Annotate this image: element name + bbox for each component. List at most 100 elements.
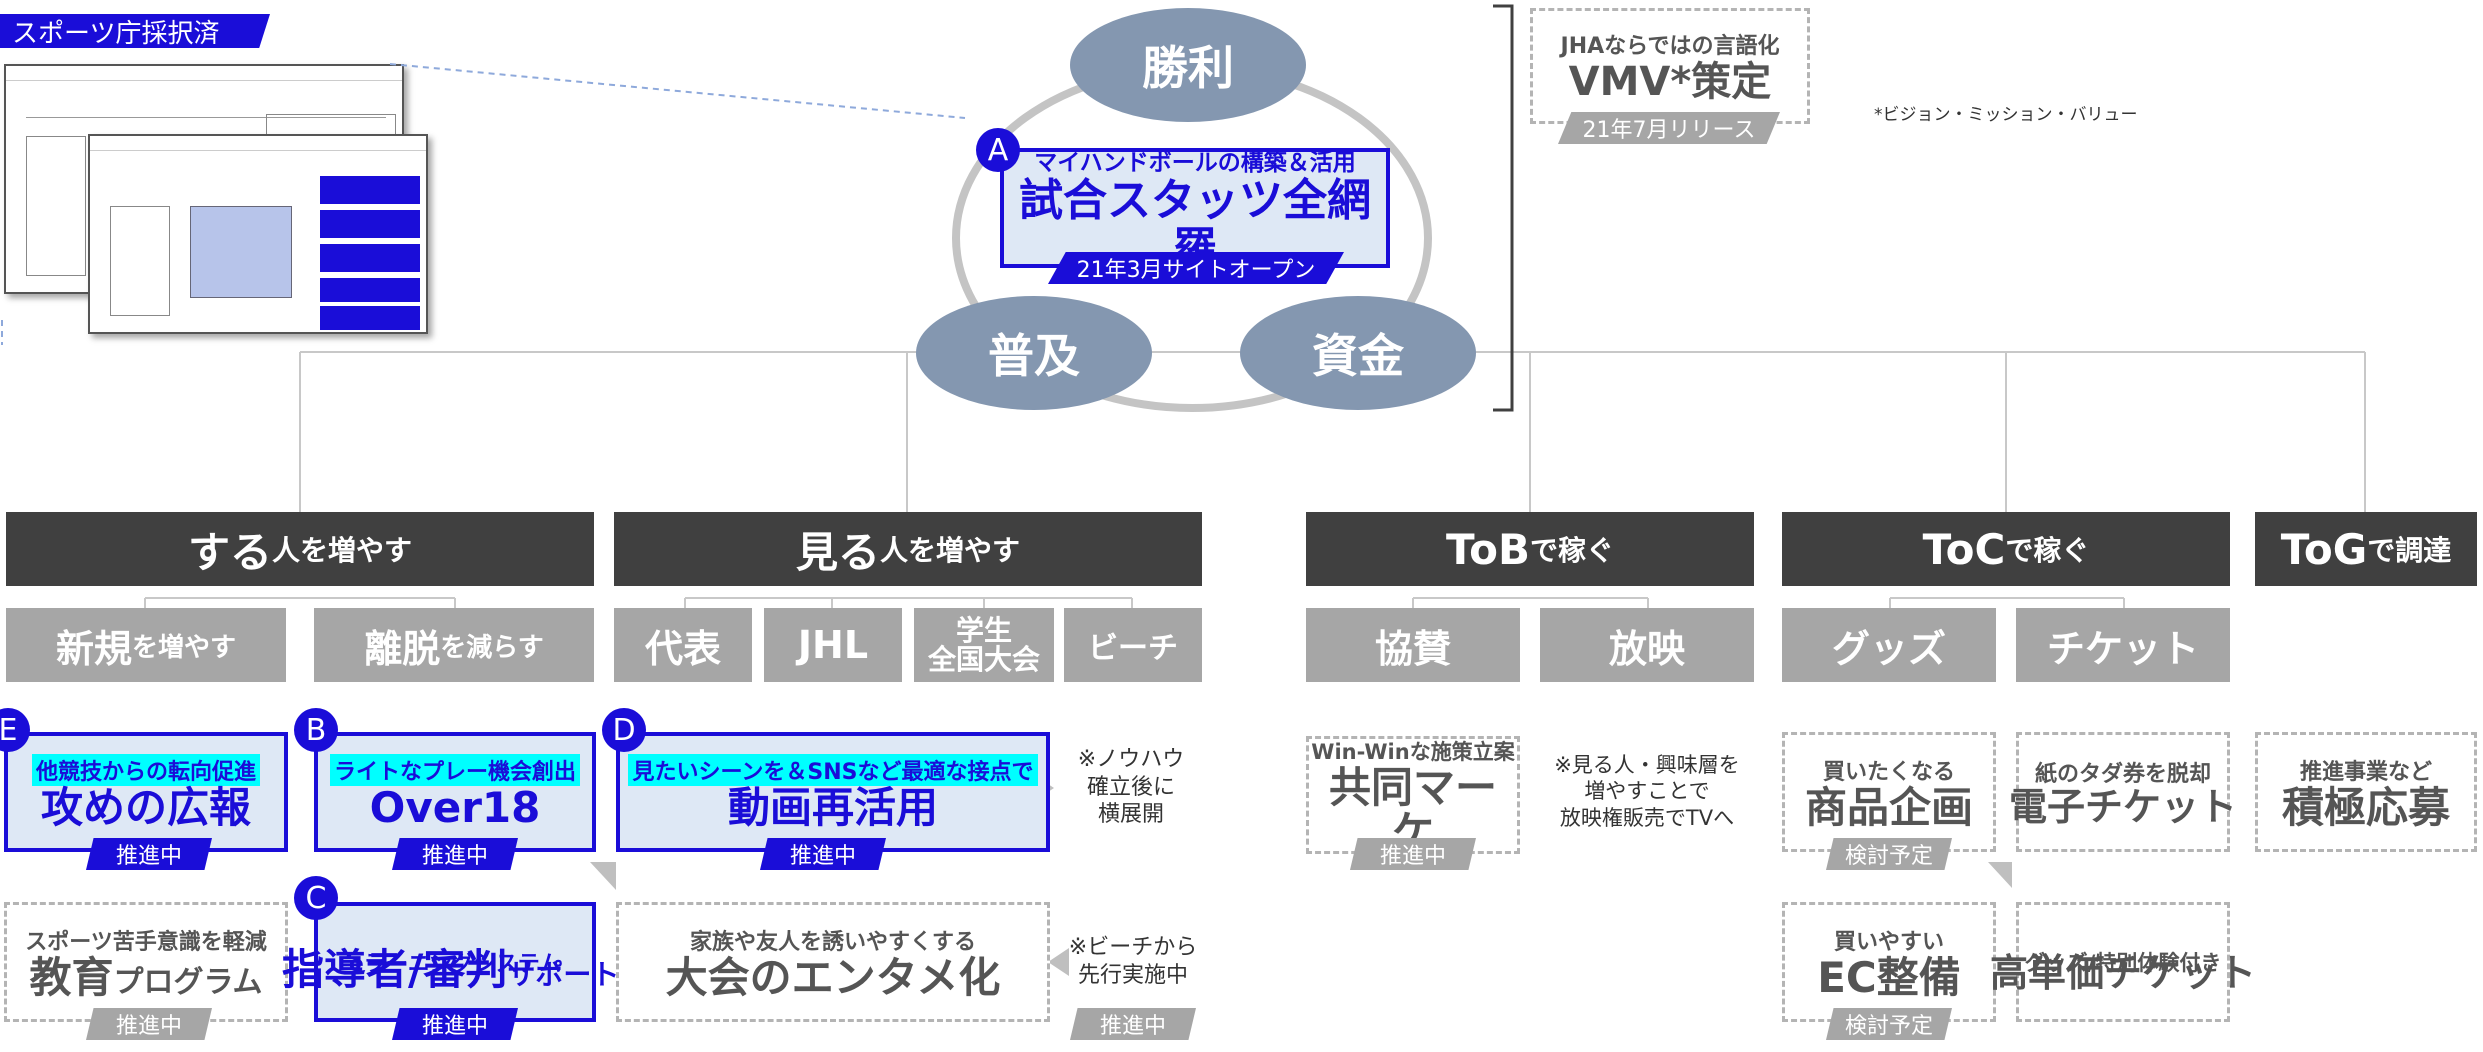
column-header-toc: ToC で稼ぐ [1782, 512, 2230, 586]
sub-daihyo-label: 代表 [644, 626, 721, 671]
vmv-footnote: *ビジョン・ミッション・バリュー [1874, 105, 2138, 125]
col-tog-big: ToG [2280, 524, 2368, 574]
marker-a: A [976, 128, 1020, 172]
ellipse-shikin: 資金 [1240, 296, 1476, 410]
vmv-release-badge: 21年7月リリース [1558, 112, 1780, 144]
marker-a-label: A [987, 132, 1009, 168]
initiative-e-box: 他競技からの転向促進 攻めの広報 [4, 732, 288, 852]
thumbnail-header [6, 66, 402, 81]
c-status: 推進中 [421, 1014, 488, 1039]
sub-hoei-label: 放映 [1608, 626, 1685, 671]
column-header-miru: 見る 人を増やす [614, 512, 1202, 586]
thumbnail-item [320, 306, 420, 330]
initiative-d-box: 見たいシーンを＆SNSなど最適な接点で 動画再活用 [616, 732, 1050, 852]
thumbnail-table [110, 206, 170, 316]
report-thumbnail-front [88, 134, 428, 334]
col-miru-small: 人を増やす [880, 534, 1021, 567]
kyodo-status: 推進中 [1379, 844, 1446, 869]
col-toc-big: ToC [1922, 524, 2006, 574]
a-release-label: 21年3月サイトオープン [1076, 258, 1316, 283]
a-subtitle: マイハンドボールの構築＆活用 [1034, 149, 1356, 176]
sub-hoei: 放映 [1540, 608, 1754, 682]
shohin-title: 商品企画 [1804, 782, 1973, 832]
sekkyoku-title: 積極応募 [2281, 782, 2450, 832]
marker-c-label: C [305, 880, 327, 916]
enta-sub: 家族や友人を誘いやすくする [689, 929, 976, 955]
sub-ridatsu: 離脱 を減らす [314, 608, 594, 682]
beach-status-badge: 推進中 [1070, 1008, 1196, 1040]
c-title: 指導者/審判サポート [282, 945, 642, 994]
e-status-badge: 推進中 [86, 838, 212, 870]
thumbnail-table [26, 136, 86, 276]
thumbnail-item [320, 244, 420, 272]
marker-b-label: B [305, 712, 327, 748]
sub-beach: ビーチ [1064, 608, 1202, 682]
d-status-badge: 推進中 [760, 838, 886, 870]
d-sub: 見たいシーンを＆SNSなど最適な接点で [628, 753, 1038, 786]
b-sub: ライトなプレー機会創出 [329, 753, 580, 786]
mirujin-note: ※見る人・興味層を 増やすことで 放映権販売でTVへ [1540, 752, 1754, 831]
e-title: 攻めの広報 [40, 782, 251, 832]
enta-box: 家族や友人を誘いやすくする 大会のエンタメ化 [616, 902, 1050, 1022]
marker-e: E [0, 708, 30, 752]
edu-title-small: プログラム [113, 964, 263, 1000]
eticket-title: 電子チケット [2009, 785, 2238, 830]
kyodo-title: 共同マーケ [1328, 762, 1497, 856]
column-header-tob: ToB で稼ぐ [1306, 512, 1754, 586]
sub-daihyo: 代表 [614, 608, 752, 682]
vmv-release-label: 21年7月リリース [1582, 118, 1756, 143]
marker-d: D [602, 708, 646, 752]
ec-status: 検討予定 [1844, 1014, 1933, 1039]
kotanka-title: 高単価チケット [1990, 951, 2257, 996]
knowhow-line3: 横展開 [1097, 802, 1164, 827]
b-title: Over18 [369, 782, 541, 832]
c-title-small: サポート [507, 958, 620, 991]
eticket-sub: 紙のタダ券を脱却 [2034, 762, 2211, 788]
knowhow-line1: ※ノウハウ [1077, 747, 1185, 772]
col-tog-small: で調達 [2367, 534, 2452, 567]
sub-ridatsu-small: を減らす [440, 632, 544, 663]
sub-shinki: 新規 を増やす [6, 608, 286, 682]
sub-shinki-small: を増やす [132, 632, 237, 663]
thumbnail-header [90, 136, 426, 151]
edu-box: スポーツ苦手意識を軽減 教育プログラム [4, 902, 288, 1022]
vmv-box: JHAならではの言語化 VMV*策定 [1530, 8, 1810, 124]
thumbnail-chart [190, 206, 292, 298]
thumbnail-text [26, 88, 386, 118]
mirujin-line3: 放映権販売でTVへ [1559, 805, 1735, 830]
e-status: 推進中 [115, 844, 182, 869]
eticket-box: 紙のタダ券を脱却 電子チケット [2009, 732, 2237, 852]
sub-gakusei-line1: 学生 [955, 613, 1012, 647]
fukyu-label: 普及 [988, 329, 1080, 383]
col-tob-big: ToB [1446, 524, 1530, 574]
beach-status: 推進中 [1099, 1014, 1166, 1039]
col-tob-small: で稼ぐ [1529, 534, 1614, 567]
kyodo-status-badge: 推進中 [1350, 838, 1476, 870]
adopted-label: スポーツ庁採択済 [12, 18, 220, 49]
ellipse-fukyu: 普及 [916, 296, 1152, 410]
thumbnail-item [320, 278, 420, 302]
ec-title: EC整備 [1817, 952, 1961, 1002]
marker-c: C [294, 876, 338, 920]
adopted-banner: スポーツ庁採択済 [0, 14, 270, 48]
knowhow-note: ※ノウハウ 確立後に 横展開 [1066, 746, 1196, 829]
kotanka-title-wrap: 高単価チケット [1990, 944, 2256, 1004]
c-title-main: 指導者/審判 [282, 945, 508, 994]
sub-goods-label: グッズ [1831, 626, 1946, 671]
kotanka-sub: グッズ/特別体験付き [2024, 951, 2222, 975]
col-miru-big: 見る [795, 527, 880, 577]
initiative-c-box: eラーニングシステム [314, 902, 596, 1022]
shouri-label: 勝利 [1142, 41, 1234, 95]
kyodo-box: Win-Winな施策立案 共同マーケ [1306, 736, 1520, 854]
shohin-box: 買いたくなる 商品企画 [1782, 732, 1996, 852]
sub-gakusei: 学生 全国大会 [914, 608, 1054, 682]
sub-ticket: チケット [2016, 608, 2230, 682]
shohin-status-badge: 検討予定 [1826, 838, 1952, 870]
col-suru-big: する [187, 527, 272, 577]
e-sub: 他競技からの転向促進 [31, 753, 260, 786]
ec-status-badge: 検討予定 [1826, 1008, 1952, 1040]
beach-note: ※ビーチから 先行実施中 [1068, 934, 1198, 989]
beach-note-line1: ※ビーチから [1068, 935, 1198, 960]
col-toc-small: で稼ぐ [2005, 534, 2090, 567]
edu-title: 教育プログラム [29, 955, 263, 1000]
